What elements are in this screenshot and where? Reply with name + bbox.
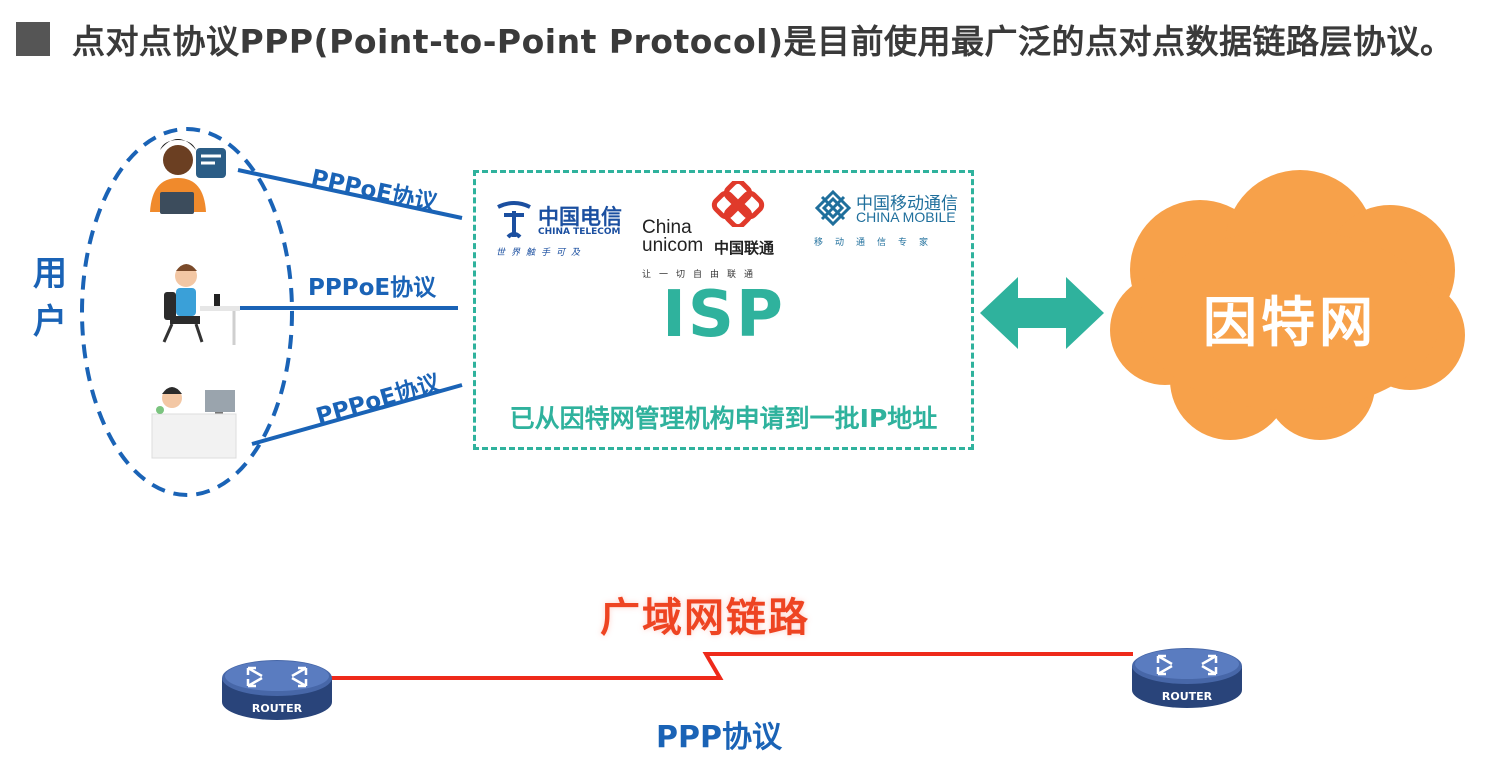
unicom-cn: 中国联通 [714, 239, 775, 257]
bidirectional-arrow-icon [980, 277, 1104, 349]
pppoe-line-3 [251, 383, 463, 446]
china-mobile-icon [814, 189, 852, 227]
isp-note: 已从因特网管理机构申请到一批IP地址 [509, 404, 938, 433]
user-office-desk-icon [151, 387, 237, 459]
pppoe-label-2: PPPoE协议 [308, 275, 437, 301]
user-chat-laptop-icon [150, 139, 226, 214]
title-bullet-icon [16, 22, 50, 56]
users-label-char-1: 用 [33, 254, 67, 294]
router-label-1: ROUTER [251, 702, 303, 715]
page-title: 点对点协议PPP(Point-to-Point Protocol)是目前使用最广… [72, 22, 1454, 61]
unicom-slogan: 让一切自由联通 [642, 270, 762, 280]
isp-label: ISP [662, 278, 785, 352]
telecom-name: 中国电信 [538, 204, 622, 229]
unicom-china-text: China [642, 217, 692, 238]
ppp-protocol-label: PPP协议 [656, 720, 782, 755]
china-unicom-knot-icon [711, 181, 765, 227]
users-label-char-2: 户 [33, 302, 67, 342]
router-icon [1132, 648, 1242, 708]
mobile-name: 中国移动通信 [856, 194, 958, 214]
wan-link-label: 广域网链路 [600, 595, 810, 641]
isp-box: 中国电信 CHINA TELECOM 世界触手可及 China unicom 中… [473, 170, 974, 450]
router-icon [222, 660, 332, 720]
telecom-en: CHINA TELECOM [538, 227, 621, 237]
telecom-slogan: 世界触手可及 [496, 248, 587, 258]
users-label: 用 户 [30, 250, 70, 346]
mobile-en: CHINA MOBILE [856, 209, 956, 225]
router-label-2: ROUTER [1161, 690, 1213, 703]
pppoe-line-1 [237, 168, 463, 220]
internet-label: 因特网 [1203, 291, 1377, 354]
user-group-ellipse [80, 127, 294, 497]
mobile-slogan: 移动通信专家 [814, 238, 941, 248]
title-bar: 点对点协议PPP(Point-to-Point Protocol)是目前使用最广… [16, 14, 1454, 64]
cloud-icon [1110, 170, 1465, 440]
user-desk-icon [162, 264, 240, 345]
china-telecom-icon [497, 201, 531, 239]
wan-link-line [330, 652, 1133, 680]
unicom-text: unicom [642, 235, 704, 256]
